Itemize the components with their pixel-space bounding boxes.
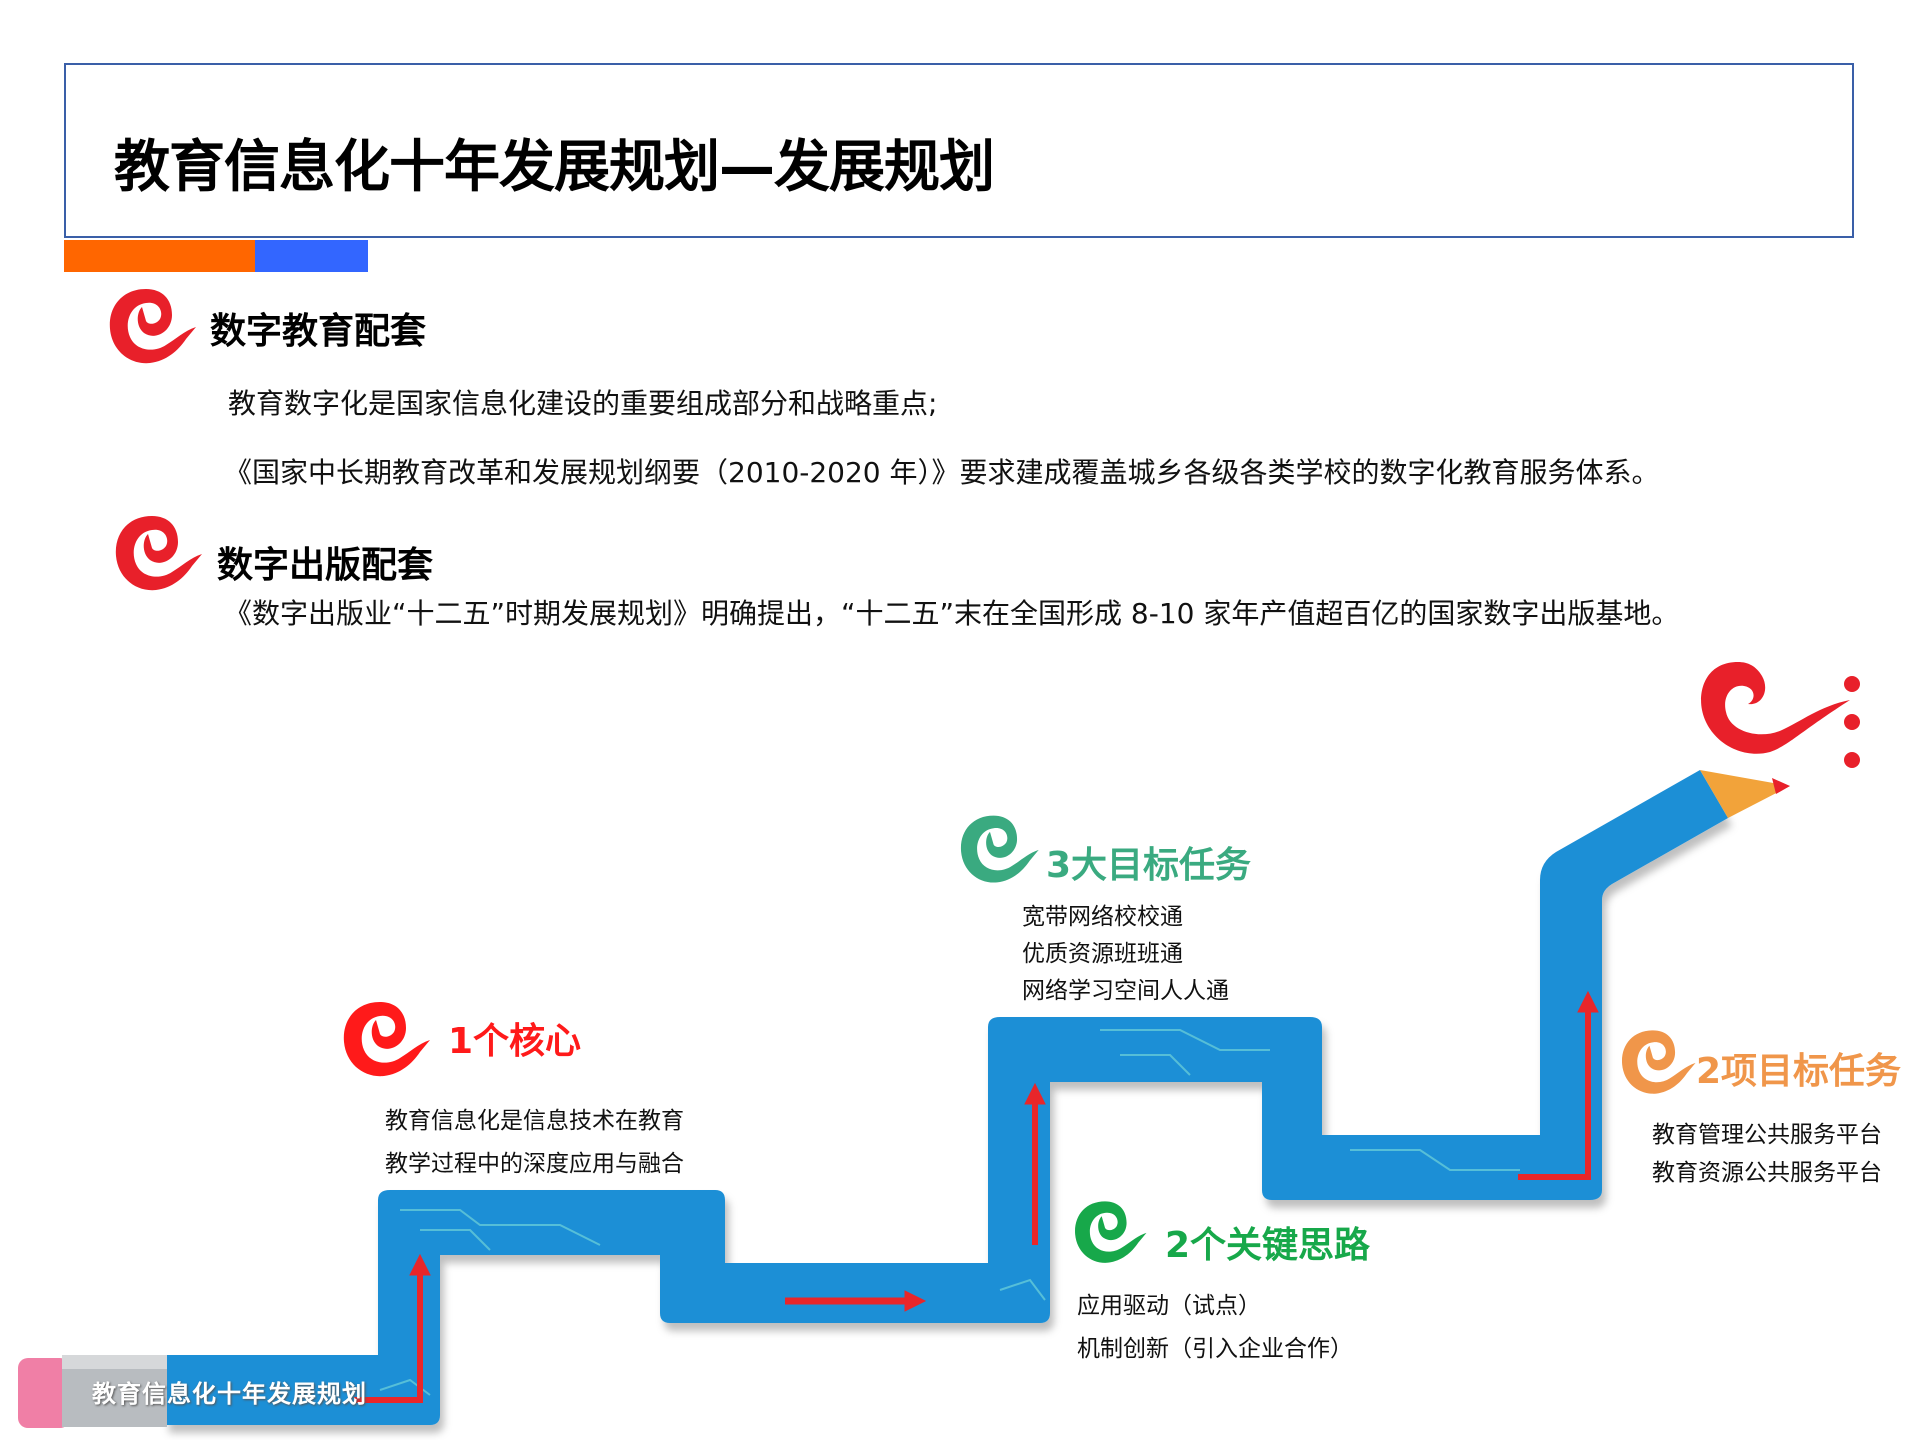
step-text-line: 教育资源公共服务平台: [1652, 1160, 1882, 1186]
section-text-paragraph: 《数字出版业“十二五”时期发展规划》明确提出，“十二五”末在全国形成 8-10 …: [224, 597, 1680, 630]
e-swirl-logo-icon: [109, 289, 196, 364]
e-swirl-brand-logo-icon: [1701, 662, 1860, 768]
step-text-line: 应用驱动（试点）: [1077, 1293, 1261, 1319]
section-text-line: 《国家中长期教育改革和发展规划纲要（2010-2020 年）》要求建成覆盖城乡各…: [224, 456, 1660, 489]
step-text-line: 宽带网络校校通: [1022, 904, 1183, 930]
step-text-line: 教育信息化是信息技术在教育: [385, 1108, 684, 1134]
section-text-line: 教育数字化是国家信息化建设的重要组成部分和战略重点;: [228, 387, 938, 420]
accent-bar-orange: [64, 240, 255, 272]
step-text-line: 优质资源班班通: [1022, 941, 1183, 967]
accent-bar-blue: [255, 240, 368, 272]
e-swirl-logo-icon: [1075, 1201, 1147, 1263]
section-heading-digital-education: 数字教育配套: [210, 311, 427, 352]
page-title: 教育信息化十年发展规划—发展规划: [114, 135, 995, 200]
e-swirl-logo-icon: [960, 815, 1039, 883]
header-box: [64, 63, 1854, 238]
step-title-core: 1个核心: [448, 1021, 582, 1062]
section-heading-digital-publishing: 数字出版配套: [217, 545, 434, 586]
step-title-key-ideas: 2个关键思路: [1165, 1225, 1371, 1266]
step-title-three-goals: 3大目标任务: [1046, 845, 1252, 886]
step-title-two-goals: 2项目标任务: [1696, 1051, 1902, 1092]
step-text-line: 网络学习空间人人通: [1022, 978, 1229, 1004]
pencil-eraser: [18, 1358, 70, 1428]
e-swirl-logo-icon: [115, 516, 202, 591]
step-text-line: 机制创新（引入企业合作）: [1077, 1336, 1353, 1362]
step-text-line: 教育管理公共服务平台: [1652, 1122, 1882, 1148]
pencil-label: 教育信息化十年发展规划: [92, 1380, 367, 1408]
step-text-line: 教学过程中的深度应用与融合: [385, 1151, 684, 1177]
e-swirl-logo-icon: [343, 1002, 430, 1077]
e-swirl-logo-icon: [1621, 1030, 1696, 1094]
